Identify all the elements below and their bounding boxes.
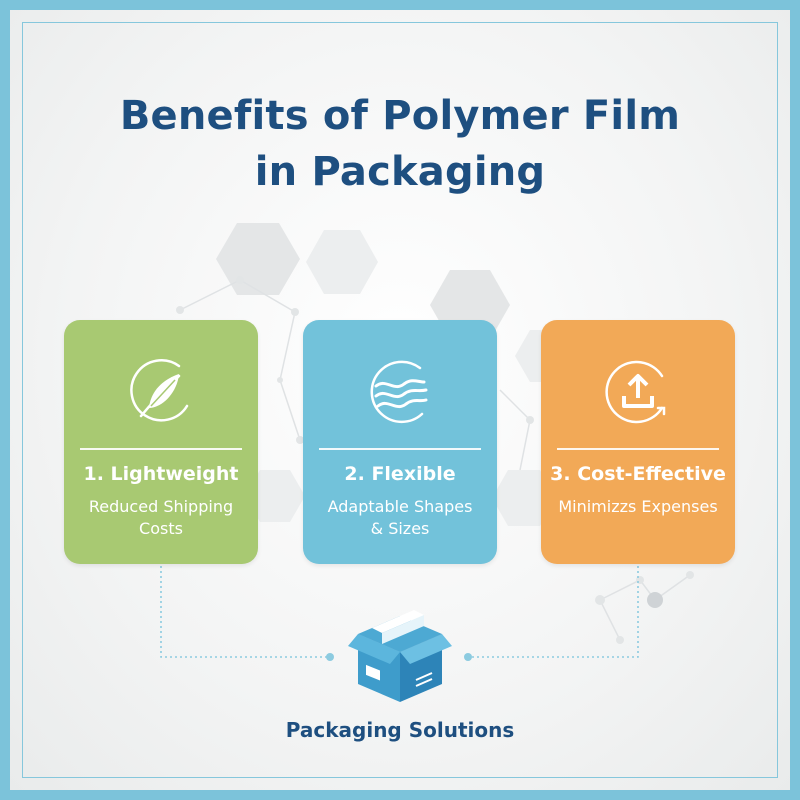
card-description-line-1: Minimizzs Expenses	[558, 497, 718, 516]
page-title: Benefits of Polymer Film in Packaging	[0, 88, 800, 200]
title-line-1: Benefits of Polymer Film	[119, 93, 681, 139]
card-heading: 3. Cost-Effective	[550, 463, 726, 485]
package-box-icon	[348, 610, 452, 702]
footer-label: Packaging Solutions	[285, 718, 515, 742]
card-description: Adaptable Shapes & Sizes	[311, 496, 489, 540]
card-divider	[557, 448, 719, 450]
benefit-card-lightweight: 1. Lightweight Reduced Shipping Costs	[64, 320, 258, 564]
waves-icon	[370, 360, 428, 424]
card-description-line-1: Adaptable Shapes	[327, 497, 473, 516]
card-description-line-2: Costs	[139, 519, 183, 538]
benefit-card-cost-effective: 3. Cost-Effective Minimizzs Expenses	[541, 320, 735, 564]
benefit-card-flexible: 2. Flexible Adaptable Shapes & Sizes	[303, 320, 497, 564]
connector-dot-left	[326, 653, 334, 661]
card-description-line-2: & Sizes	[370, 519, 430, 538]
card-divider	[319, 448, 481, 450]
title-line-2: in Packaging	[254, 149, 546, 195]
card-heading: 2. Flexible	[344, 463, 456, 485]
card-description: Minimizzs Expenses	[549, 496, 727, 518]
upload-icon	[605, 360, 666, 424]
card-divider	[80, 448, 242, 450]
connector-dot-right	[464, 653, 472, 661]
card-description-line-1: Reduced Shipping	[88, 497, 234, 516]
feather-icon	[130, 359, 189, 422]
inner-border	[22, 22, 778, 778]
card-heading: 1. Lightweight	[83, 463, 239, 485]
card-description: Reduced Shipping Costs	[72, 496, 250, 540]
